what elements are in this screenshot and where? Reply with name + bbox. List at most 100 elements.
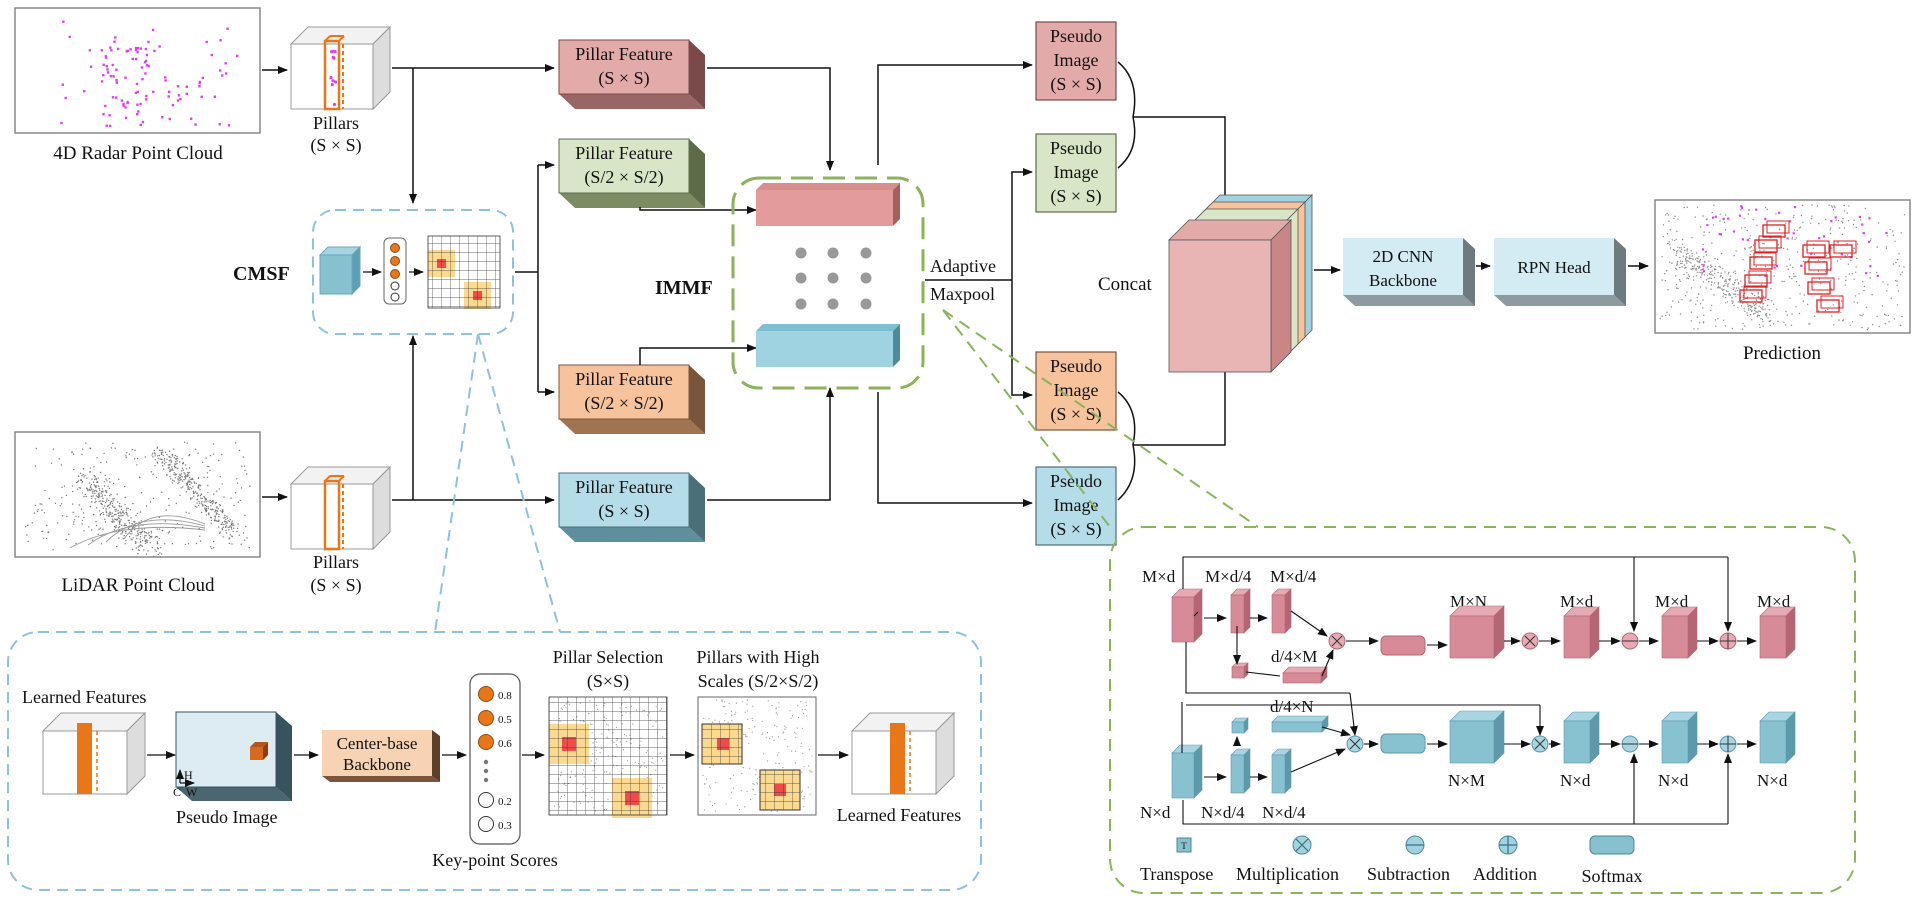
grid-point bbox=[807, 786, 809, 788]
prediction-point bbox=[1749, 237, 1751, 240]
svg-text:Pillar Feature: Pillar Feature bbox=[575, 369, 672, 389]
svg-text:Pillar Feature: Pillar Feature bbox=[575, 44, 672, 64]
lidar-point bbox=[221, 483, 223, 485]
grid-point bbox=[802, 790, 804, 792]
lidar-point bbox=[212, 453, 215, 455]
prediction-point bbox=[1693, 266, 1695, 268]
prediction-point bbox=[1861, 315, 1863, 317]
lidar-point bbox=[89, 486, 92, 489]
radar-point bbox=[218, 123, 221, 126]
prediction-point bbox=[1846, 254, 1849, 256]
lidar-point bbox=[104, 490, 107, 492]
lidar-point bbox=[83, 496, 85, 498]
lidar-point bbox=[108, 514, 111, 516]
lidar-point bbox=[184, 478, 187, 480]
lidar-point bbox=[103, 452, 105, 455]
prediction-point bbox=[1679, 260, 1682, 262]
prediction-point bbox=[1866, 328, 1869, 331]
lidar-point bbox=[220, 523, 222, 526]
grid-point bbox=[767, 700, 769, 702]
lidar-point bbox=[140, 520, 143, 522]
grid-point bbox=[784, 738, 786, 741]
prediction-point bbox=[1797, 251, 1799, 253]
lidar-point bbox=[109, 481, 111, 483]
prediction-point bbox=[1746, 312, 1748, 314]
grid-point bbox=[794, 731, 796, 733]
prediction-radar-point bbox=[1834, 216, 1837, 219]
prediction-point bbox=[1681, 266, 1683, 268]
grid-point bbox=[746, 710, 748, 712]
prediction-point bbox=[1856, 257, 1858, 259]
lidar-point bbox=[145, 505, 148, 507]
lidar-point bbox=[223, 520, 226, 522]
lidar-point bbox=[224, 514, 226, 517]
lidar-point bbox=[147, 533, 149, 535]
svg-text:2D CNN: 2D CNN bbox=[1373, 247, 1434, 266]
lidar-point bbox=[198, 500, 200, 503]
lidar-point bbox=[168, 459, 170, 462]
lidar-point bbox=[227, 526, 229, 529]
label-n-d4-a: N×d/4 bbox=[1201, 803, 1245, 822]
lidar-point bbox=[156, 447, 158, 449]
prediction-point bbox=[1834, 206, 1836, 209]
prediction-point bbox=[1753, 304, 1756, 307]
prediction-point bbox=[1733, 293, 1735, 295]
lidar-point bbox=[165, 461, 167, 464]
prediction-point bbox=[1737, 282, 1740, 284]
prediction-radar-point bbox=[1740, 205, 1743, 208]
lidar-point bbox=[211, 547, 213, 550]
lidar-point bbox=[156, 542, 158, 545]
lidar-point bbox=[37, 509, 39, 511]
lidar-point bbox=[176, 462, 178, 465]
lidar-point bbox=[81, 519, 84, 522]
prediction-point bbox=[1717, 285, 1720, 287]
prediction-point bbox=[1695, 269, 1697, 271]
lidar-point bbox=[112, 498, 114, 500]
prediction-point bbox=[1892, 234, 1895, 236]
lidar-point bbox=[231, 543, 233, 545]
prediction-point bbox=[1885, 247, 1888, 250]
grid-point bbox=[803, 798, 805, 800]
prediction-point bbox=[1710, 284, 1713, 286]
lidar-point bbox=[173, 480, 175, 482]
prediction-point bbox=[1701, 272, 1704, 274]
lidar-point bbox=[163, 460, 166, 462]
grid-point bbox=[795, 736, 797, 739]
radar-point-cloud bbox=[14, 7, 261, 134]
lidar-point bbox=[78, 504, 80, 506]
lidar-point bbox=[130, 538, 132, 540]
cmsf-detail-panel bbox=[7, 631, 982, 891]
lidar-point bbox=[149, 535, 152, 538]
prediction-point bbox=[1766, 313, 1768, 315]
lidar-point bbox=[163, 468, 165, 470]
lidar-point bbox=[88, 482, 91, 484]
prediction-point bbox=[1899, 274, 1902, 276]
prediction-point bbox=[1674, 215, 1676, 217]
grid-point bbox=[752, 789, 754, 791]
grid-point bbox=[712, 764, 715, 766]
prediction-point bbox=[1888, 321, 1890, 323]
prediction-point bbox=[1685, 256, 1688, 258]
prediction-point bbox=[1760, 317, 1762, 320]
svg-text:0.3: 0.3 bbox=[498, 820, 512, 832]
svg-text:C: C bbox=[173, 785, 181, 799]
prediction-point bbox=[1717, 287, 1720, 289]
prediction-point bbox=[1850, 259, 1852, 262]
lidar-point bbox=[120, 524, 123, 526]
svg-text:Pseudo: Pseudo bbox=[1050, 26, 1102, 46]
prediction-point bbox=[1747, 213, 1750, 215]
lidar-point bbox=[104, 518, 106, 520]
lidar-point bbox=[202, 505, 204, 507]
lidar-point bbox=[113, 513, 116, 516]
lidar-point bbox=[185, 511, 187, 513]
lidar-point bbox=[81, 482, 83, 484]
radar-point bbox=[109, 74, 113, 78]
lidar-point bbox=[189, 486, 191, 489]
lidar-point bbox=[89, 485, 92, 487]
radar-point bbox=[105, 124, 108, 127]
lidar-point bbox=[101, 495, 103, 498]
m-d-cube-1 bbox=[1563, 606, 1600, 659]
lidar-point bbox=[188, 471, 190, 474]
prediction-point bbox=[1662, 236, 1665, 238]
prediction-point bbox=[1692, 268, 1695, 270]
